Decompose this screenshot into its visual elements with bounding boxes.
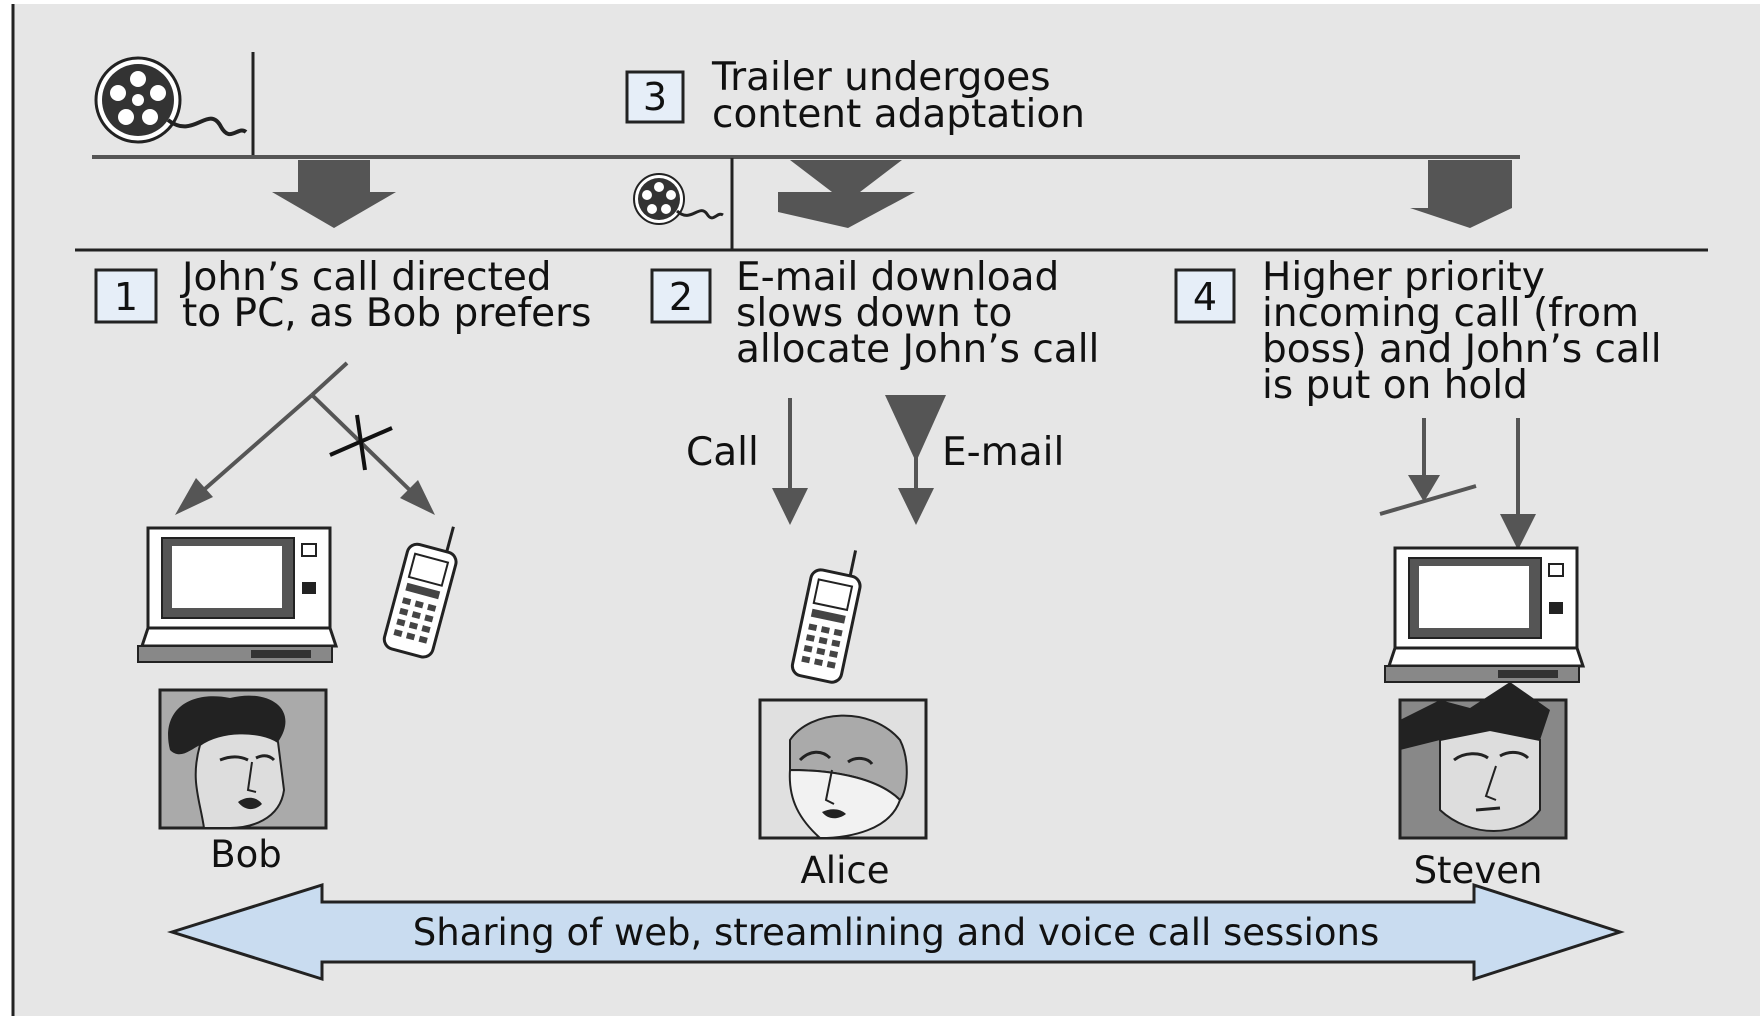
small-film-reel-icon — [633, 173, 724, 225]
step-3-box — [625, 70, 685, 124]
step-3: 3 Trailer undergoes content adaptation — [625, 55, 1085, 137]
step-4-line-4: is put on hold — [1262, 363, 1528, 408]
bob-branch-arrows — [175, 361, 435, 515]
step-4-line-2: incoming call (from — [1262, 291, 1639, 336]
step-2-box — [650, 268, 712, 324]
step-2: 2 E-mail download slows down to allocate… — [650, 255, 1099, 372]
step-1-line-1: John’s call directed — [179, 255, 552, 300]
email-arrow — [885, 395, 946, 525]
step-4-line-1: Higher priority — [1262, 255, 1545, 300]
step-1: 1 John’s call directed to PC, as Bob pre… — [94, 255, 591, 336]
bob-mobile-phone-icon — [382, 526, 458, 659]
call-flow-label: Call — [686, 430, 759, 475]
bob-laptop-icon — [137, 526, 339, 663]
step-2-line-1: E-mail download — [736, 255, 1059, 300]
step-4: 4 Higher priority incoming call (from bo… — [1174, 255, 1662, 408]
bob-person-portrait-icon — [158, 688, 328, 830]
step-2-line-3: allocate John’s call — [736, 327, 1099, 372]
alice-mobile-phone-icon — [790, 550, 862, 684]
step-1-box — [94, 268, 158, 324]
step-3-line-1: Trailer undergoes — [711, 55, 1051, 100]
steven-person-portrait-icon — [1398, 682, 1568, 840]
step-3-line-2: content adaptation — [712, 92, 1085, 137]
double-arrow-icon — [166, 882, 1625, 982]
down-arrow-to-bob — [272, 160, 396, 228]
email-flow-label: E-mail — [942, 430, 1064, 475]
boss-call-arrow — [1500, 418, 1536, 550]
cross-icon — [329, 414, 393, 471]
banner-text: Sharing of web, streamlining and voice c… — [413, 911, 1380, 954]
step-3-number: 3 — [643, 75, 667, 119]
steven-laptop-icon — [1384, 546, 1586, 683]
step-1-line-2: to PC, as Bob prefers — [182, 291, 591, 336]
bob-name: Bob — [210, 833, 282, 876]
step-2-number: 2 — [669, 275, 693, 319]
down-arrow-to-steven — [1410, 160, 1512, 228]
film-reel-icon — [94, 56, 248, 144]
step-4-line-3: boss) and John’s call — [1262, 327, 1662, 372]
step-2-line-2: slows down to — [736, 291, 1012, 336]
down-arrow-to-alice — [778, 160, 915, 228]
step-4-box — [1174, 268, 1236, 324]
alice-name: Alice — [801, 849, 890, 892]
held-call-arrow — [1379, 418, 1477, 516]
call-arrow — [772, 398, 808, 525]
step-4-number: 4 — [1193, 275, 1217, 319]
alice-person-portrait-icon — [758, 698, 928, 840]
step-1-number: 1 — [114, 275, 138, 319]
